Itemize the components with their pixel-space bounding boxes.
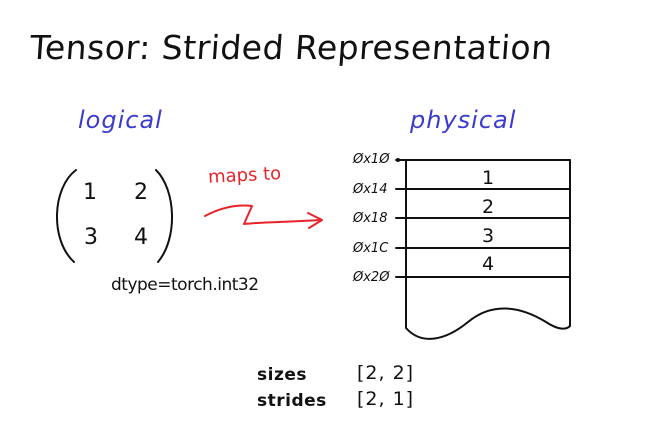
physical-heading: physical xyxy=(410,106,517,134)
memory-address: Øx1C xyxy=(353,241,389,256)
maps-to-arrow xyxy=(204,204,321,225)
memory-address: Øx14 xyxy=(353,182,388,197)
strides-label: strides xyxy=(257,391,327,411)
matrix-left-paren xyxy=(56,169,77,263)
sizes-label: sizes xyxy=(257,365,307,385)
strides-value: [2, 1] xyxy=(357,388,415,410)
memory-block-outline xyxy=(405,159,571,340)
matrix-cell: 1 xyxy=(83,180,97,205)
matrix-cell: 3 xyxy=(84,225,98,250)
memory-address: Øx1Ø xyxy=(353,152,390,167)
sizes-value: [2, 2] xyxy=(357,362,415,384)
maps-to-arrowhead xyxy=(307,212,323,229)
dtype-label: dtype=torch.int32 xyxy=(111,275,259,295)
memory-address: Øx2Ø xyxy=(353,270,390,285)
logical-heading: logical xyxy=(78,106,163,134)
matrix-right-paren xyxy=(155,169,174,263)
memory-cell-value: 3 xyxy=(481,225,495,247)
matrix-cell: 4 xyxy=(134,225,148,250)
memory-cell-value: 4 xyxy=(481,253,495,275)
matrix-cell: 2 xyxy=(134,180,148,205)
memory-cell-value: 2 xyxy=(481,196,495,218)
address-dot xyxy=(396,158,400,162)
memory-address: Øx18 xyxy=(353,211,388,226)
memory-row-lines xyxy=(395,159,571,278)
memory-cell-value: 1 xyxy=(481,167,495,189)
